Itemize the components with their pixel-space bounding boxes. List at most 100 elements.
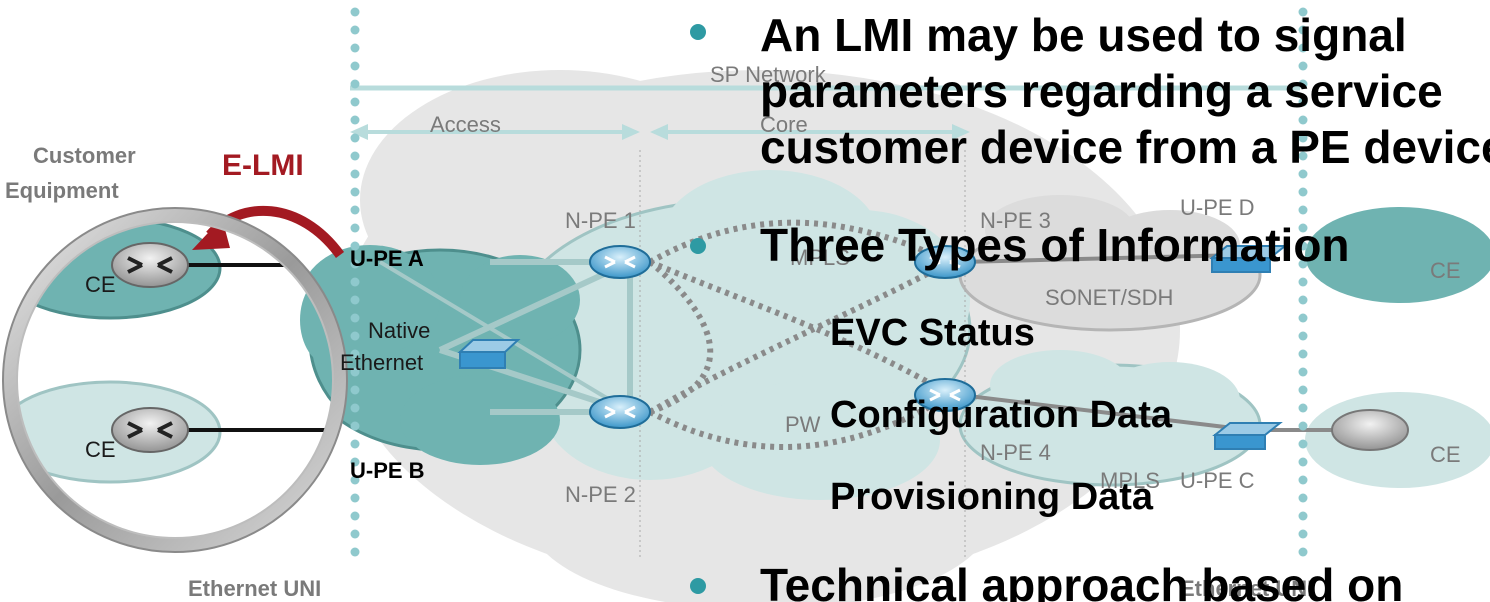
right-customer-cloud-top [1305,207,1490,303]
upe-a-label: U-PE A [350,246,424,271]
uni-dot [350,313,360,323]
uni-dot [350,457,360,467]
pw-label: PW [785,412,821,437]
uni-dot [350,151,360,161]
uni-dot [350,547,360,557]
uni-dot [350,115,360,125]
mpls-lower-cloud [958,350,1262,487]
mpls-core-label: MPLS [790,245,850,270]
access-span-arrow [350,124,640,140]
uni-dot [1298,79,1308,89]
router-icon [914,378,976,412]
uni-dot [1298,187,1308,197]
uni-dot [1298,403,1308,413]
uni-dot [350,133,360,143]
native-ethernet-label-line2: Ethernet [340,350,423,375]
uni-dot [1298,295,1308,305]
npe4-label: N-PE 4 [980,440,1051,465]
uni-dot [1298,313,1308,323]
uni-dot [1298,547,1308,557]
uni-dot [350,61,360,71]
ce-label: CE [85,437,116,462]
upe-c-label: U-PE C [1180,468,1255,493]
uni-dot [350,223,360,233]
uni-dot [350,511,360,521]
uni-dot [1298,457,1308,467]
switch-icon [1209,245,1288,273]
uni-dot [1298,277,1308,287]
mpls-lower-label: MPLS [1100,468,1160,493]
magnifier-ring [3,208,347,552]
access-core-separator [639,150,966,560]
uni-dot [350,25,360,35]
ethernet-uni-right-label: Ethernet UNI [1180,576,1313,601]
ce-label: CE [1430,258,1461,283]
ce-label: CE [1430,442,1461,467]
npe1-label: N-PE 1 [565,208,636,233]
uni-dot [350,241,360,251]
npe3-label: N-PE 3 [980,208,1051,233]
uni-dot [1298,169,1308,179]
uni-dot [1298,331,1308,341]
uni-dot [350,7,360,17]
customer-equipment-label-line1: Customer [33,143,136,168]
uni-dot [1298,439,1308,449]
uni-dot [1298,115,1308,125]
uni-dot [350,385,360,395]
uni-dot [1298,421,1308,431]
uni-dot [350,493,360,503]
upe-d-label: U-PE D [1180,195,1255,220]
core-label: Core [760,112,808,137]
upe-b-label: U-PE B [350,458,425,483]
router-icon [914,245,976,279]
uni-dot [1298,223,1308,233]
uni-dot [350,277,360,287]
elmi-label: E-LMI [222,149,304,182]
uni-dot [350,43,360,53]
router-icon [589,395,651,429]
uni-dot [350,529,360,539]
uni-dot [350,205,360,215]
uni-dot [350,169,360,179]
uni-dot [1298,205,1308,215]
router-icon [1331,409,1409,451]
uni-dot [1298,259,1308,269]
ce-label: CE [85,272,116,297]
uni-dot [1298,25,1308,35]
uni-dot [350,349,360,359]
uni-dot [1298,61,1308,71]
sp-network-label: SP Network [710,62,827,87]
npe2-label: N-PE 2 [565,482,636,507]
ethernet-uni-left-label: Ethernet UNI [188,576,321,601]
router-icon [589,245,651,279]
native-ethernet-label-line1: Native [368,318,430,343]
customer-equipment-label-line2: Equipment [5,178,119,203]
uni-dot [350,259,360,269]
uni-dot [1298,475,1308,485]
uni-dot [350,403,360,413]
uni-dot [1298,349,1308,359]
uni-dot [350,367,360,377]
uni-dot [1298,133,1308,143]
uni-dot [1298,529,1308,539]
uni-dot [1298,367,1308,377]
uni-dot [350,295,360,305]
switch-icon [457,339,521,369]
uni-dot [350,97,360,107]
switch-icon [1212,422,1283,450]
uni-dot [1298,151,1308,161]
uni-dot [1298,241,1308,251]
core-span-arrow [650,124,970,140]
uni-dots-left [350,7,360,557]
uni-dot [350,439,360,449]
uni-dot [1298,7,1308,17]
uni-dot [1298,97,1308,107]
uni-dot [1298,385,1308,395]
uni-dot [350,79,360,89]
uni-dot [1298,511,1308,521]
sonet-sdh-cloud [958,195,1262,332]
access-label: Access [430,112,501,137]
uni-dot [350,331,360,341]
